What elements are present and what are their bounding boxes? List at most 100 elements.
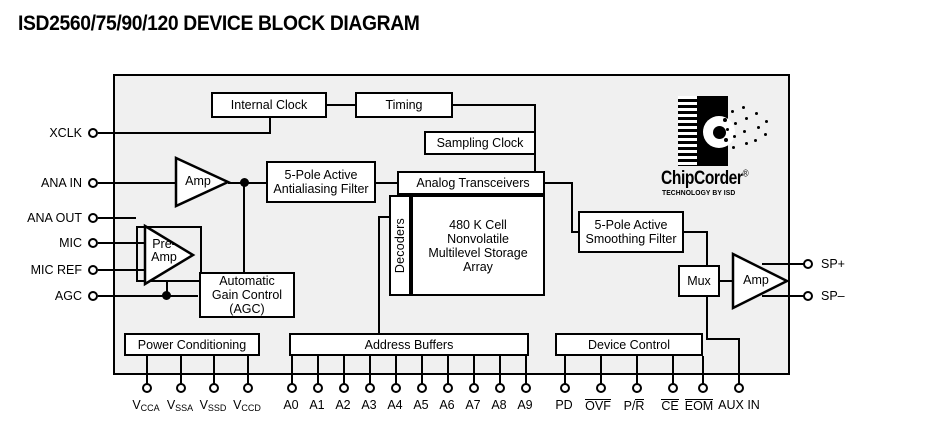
pin-label-agc: AGC	[54, 289, 82, 303]
pin-vccd[interactable]	[243, 383, 253, 393]
block-timing: Timing	[355, 92, 453, 118]
pin-label-ce: CE	[648, 399, 692, 413]
decoders-label: Decoders	[393, 217, 407, 274]
wire-a1	[317, 356, 319, 386]
wire-preamp-down	[166, 281, 168, 297]
wire-mux-aux-down	[706, 297, 708, 340]
wire-aux-across	[706, 338, 740, 340]
pr-prefix: P/	[623, 399, 636, 413]
agc-line2: Gain Control	[211, 288, 283, 302]
wire-clock-down	[269, 118, 271, 134]
pin-vcca[interactable]	[142, 383, 152, 393]
pin-label-a0: A0	[283, 398, 299, 412]
pin-label-a4: A4	[387, 398, 403, 412]
wire-pr	[636, 356, 638, 386]
pin-label-xclk: XCLK	[49, 126, 82, 140]
wire-vssd	[213, 356, 215, 386]
pin-ce[interactable]	[668, 383, 678, 393]
amp-input: Amp	[174, 156, 231, 208]
wire-decoders-down	[378, 216, 380, 333]
pin-label-eom: EOM	[677, 399, 721, 413]
pin-ovf[interactable]	[596, 383, 606, 393]
pin-agc[interactable]	[88, 291, 98, 301]
wire-transceivers-down	[571, 182, 573, 232]
wire-aux-to-pin	[738, 338, 740, 386]
wire-pd	[564, 356, 566, 386]
pin-label-pr: P/R	[612, 399, 656, 413]
block-mux: Mux	[678, 265, 720, 297]
pin-a0[interactable]	[287, 383, 297, 393]
wire-amp-out	[228, 182, 273, 184]
block-agc: Automatic Gain Control (AGC)	[199, 272, 295, 318]
wire-vssa	[180, 356, 182, 386]
pin-a8[interactable]	[495, 383, 505, 393]
agc-line3: (AGC)	[229, 302, 265, 316]
pin-label-ovf: OVF	[576, 399, 620, 413]
vssa-sub: SSA	[175, 403, 194, 413]
pin-sp-minus[interactable]	[803, 291, 813, 301]
wire-a4	[395, 356, 397, 386]
pin-a5[interactable]	[417, 383, 427, 393]
pin-a9[interactable]	[521, 383, 531, 393]
pin-aux-in[interactable]	[734, 383, 744, 393]
pin-label-a2: A2	[335, 398, 351, 412]
wire-a5	[421, 356, 423, 386]
wire-a0	[291, 356, 293, 386]
pin-mic[interactable]	[88, 238, 98, 248]
preamp-line1: Pre-	[152, 237, 176, 251]
pin-pd[interactable]	[560, 383, 570, 393]
pin-mic-ref[interactable]	[88, 265, 98, 275]
block-storage-array: 480 K Cell Nonvolatile Multilevel Storag…	[411, 195, 545, 296]
pin-label-a3: A3	[361, 398, 377, 412]
wire-xclk	[98, 132, 115, 134]
pin-a2[interactable]	[339, 383, 349, 393]
pin-label-mic: MIC	[59, 236, 82, 250]
wire-filter-transceivers	[376, 182, 397, 184]
pin-eom[interactable]	[698, 383, 708, 393]
logo-disc-hole-icon	[713, 126, 726, 139]
pin-pr[interactable]	[632, 383, 642, 393]
block-power-conditioning: Power Conditioning	[124, 333, 260, 356]
pin-vssd[interactable]	[209, 383, 219, 393]
vcca-base: V	[132, 398, 141, 412]
wire-mux-amp	[720, 280, 736, 282]
vccd-sub: CCD	[241, 403, 261, 413]
smoothing-filter-line1: 5-Pole Active	[594, 218, 668, 232]
block-analog-transceivers: Analog Transceivers	[397, 171, 545, 195]
logo-wordmark: ChipCorder®	[661, 168, 753, 190]
block-address-buffers: Address Buffers	[289, 333, 529, 356]
pin-ana-in[interactable]	[88, 178, 98, 188]
pin-a6[interactable]	[443, 383, 453, 393]
wire-ana-in	[98, 182, 175, 184]
wire-to-smoothing	[571, 231, 582, 233]
wire-eom	[702, 356, 704, 386]
pin-xclk[interactable]	[88, 128, 98, 138]
amp-input-label: Amp	[185, 174, 211, 188]
vssd-base: V	[199, 398, 208, 412]
pin-ana-out[interactable]	[88, 213, 98, 223]
vccd-base: V	[233, 398, 242, 412]
wire-a2	[343, 356, 345, 386]
wire-clock-timing	[327, 104, 355, 106]
preamp-line2: Amp	[151, 250, 177, 265]
wire-agc	[98, 295, 198, 297]
pin-a1[interactable]	[313, 383, 323, 393]
vssd-sub: SSD	[207, 403, 227, 413]
wire-transceivers-right	[545, 182, 573, 184]
preamp-label: Pre- Amp	[147, 237, 181, 265]
pin-a4[interactable]	[391, 383, 401, 393]
logo-sound-dots-icon	[721, 102, 773, 162]
amp-preamp: Pre- Amp	[143, 223, 196, 287]
pin-sp-plus[interactable]	[803, 259, 813, 269]
wire-mic	[98, 242, 144, 244]
chipcorder-logo: ChipCorder® TECHNOLOGY BY ISD	[661, 96, 773, 200]
wire-sampling-down	[534, 155, 536, 174]
pin-label-a6: A6	[439, 398, 455, 412]
wire-mic-ref	[98, 269, 144, 271]
pin-label-pd: PD	[555, 398, 573, 412]
pin-a3[interactable]	[365, 383, 375, 393]
wire-vccd	[247, 356, 249, 386]
pin-vssa[interactable]	[176, 383, 186, 393]
pin-label-ana-in: ANA IN	[41, 176, 82, 190]
pin-a7[interactable]	[469, 383, 479, 393]
